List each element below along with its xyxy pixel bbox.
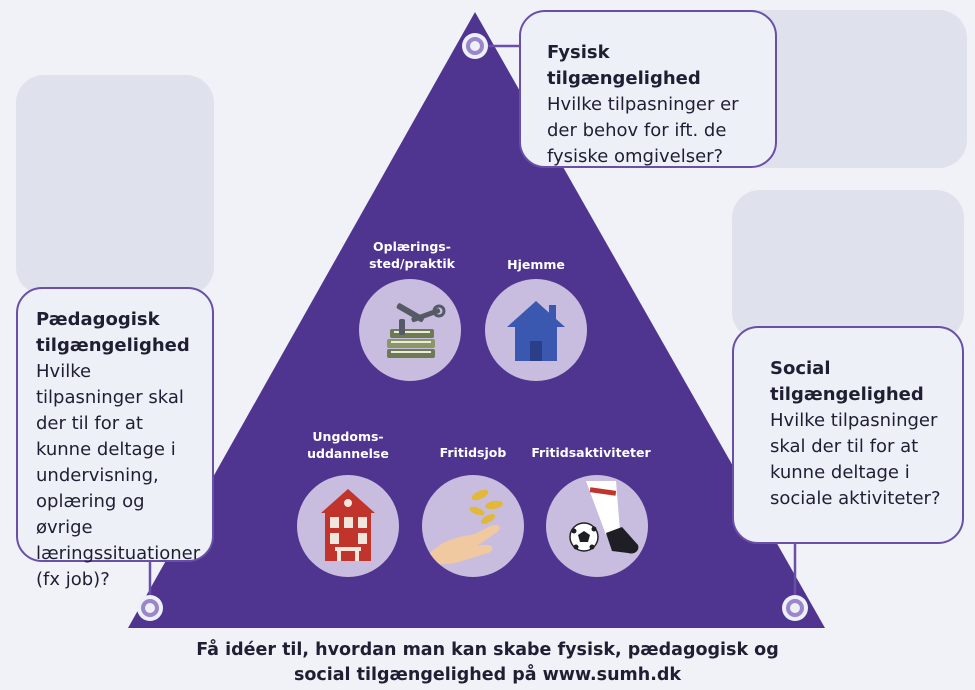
callout-physical-body: Hvilke tilpasninger er der behov for ift… bbox=[547, 94, 739, 167]
callout-pedagogical-title: Pædagogisk tilgængelighed bbox=[36, 309, 190, 356]
callout-social-title: Social tilgængelighed bbox=[770, 358, 924, 405]
corner-ring-top-icon bbox=[462, 33, 488, 59]
shadow-card-right bbox=[732, 190, 964, 340]
corner-ring-right-icon bbox=[782, 595, 808, 621]
callout-pedagogical-body: Hvilke tilpasninger skal der til for at … bbox=[36, 361, 201, 590]
callout-physical: Fysisk tilgængelighed Hvilke tilpasninge… bbox=[519, 10, 777, 168]
node-home-label: Hjemme bbox=[507, 257, 565, 272]
node-training-label: Oplærings- sted/praktik bbox=[369, 239, 455, 271]
corner-ring-left-icon bbox=[137, 595, 163, 621]
footer-line-2: social tilgængelighed på www.sumh.dk bbox=[293, 665, 682, 685]
node-youth-label: Ungdoms- uddannelse bbox=[307, 429, 389, 461]
node-activities-label: Fritidsaktiviteter bbox=[531, 445, 651, 460]
shadow-card-left bbox=[16, 75, 214, 295]
books-tools-icon bbox=[387, 303, 446, 358]
node-job-label: Fritidsjob bbox=[439, 445, 507, 460]
node-home bbox=[485, 279, 587, 381]
node-activities bbox=[546, 475, 648, 577]
node-youth bbox=[297, 475, 399, 577]
callout-physical-title: Fysisk tilgængelighed bbox=[547, 42, 701, 89]
footer-line-1: Få idéer til, hvordan man kan skabe fysi… bbox=[196, 640, 779, 660]
triangle-shape bbox=[128, 12, 825, 628]
house-icon bbox=[507, 301, 565, 361]
node-training bbox=[359, 279, 461, 381]
hand-coins-icon bbox=[430, 489, 503, 565]
callout-social-body: Hvilke tilpasninger skal der til for at … bbox=[770, 410, 941, 509]
school-building-icon bbox=[321, 489, 375, 561]
callout-social: Social tilgængelighed Hvilke tilpasninge… bbox=[732, 326, 964, 544]
node-job bbox=[422, 475, 524, 577]
callout-pedagogical: Pædagogisk tilgængelighed Hvilke tilpasn… bbox=[16, 287, 214, 590]
football-icon bbox=[569, 481, 639, 554]
